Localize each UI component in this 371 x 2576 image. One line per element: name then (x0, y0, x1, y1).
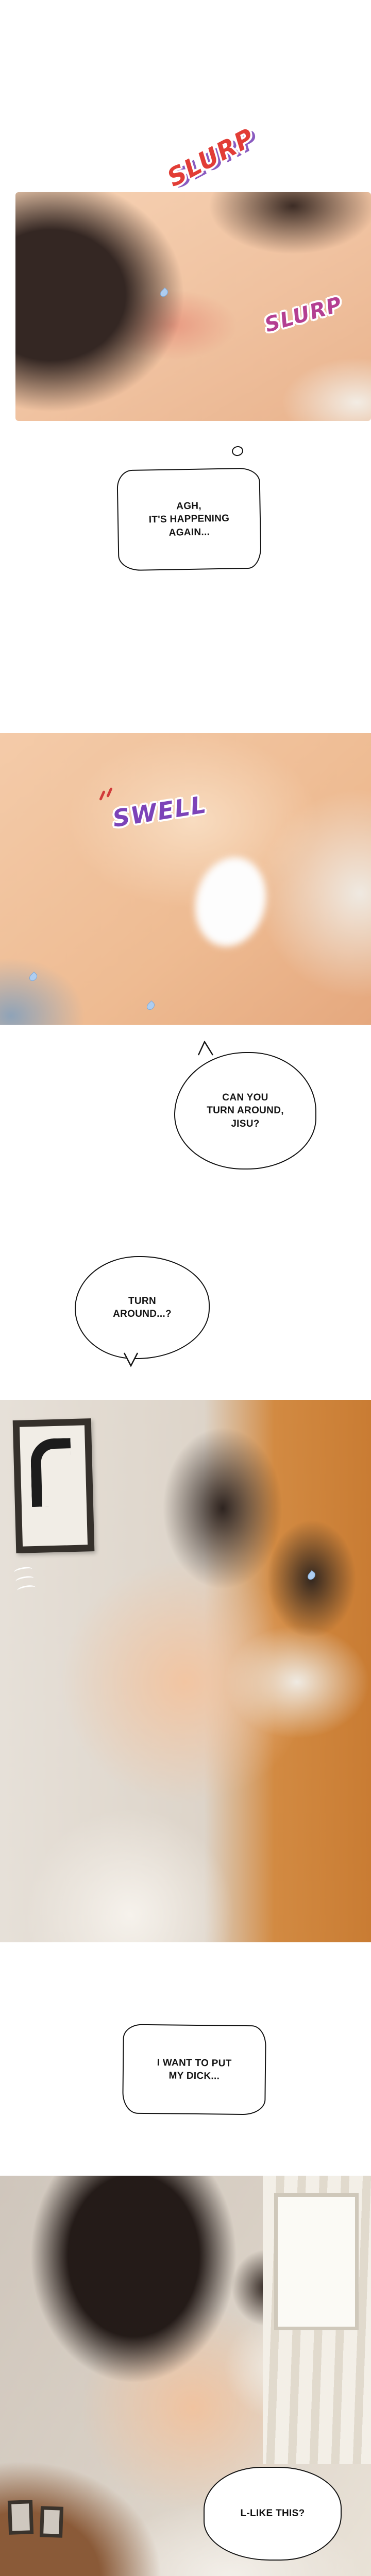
thought-bubble-dot (231, 445, 244, 457)
picture-frame-artwork (30, 1438, 73, 1507)
speech-bubble-3: TURN AROUND...? (75, 1256, 210, 1359)
floor-picture-frame (39, 2506, 64, 2538)
comic-panel-2 (0, 733, 371, 1025)
speech-bubble-4: I WANT TO PUT MY DICK... (122, 2024, 266, 2115)
comic-panel-1 (15, 192, 371, 421)
speech-bubble-1: AGH, IT'S HAPPENING AGAIN... (116, 467, 262, 571)
speech-bubble-5: L-LIKE THIS? (204, 2467, 342, 2561)
censor-blur (185, 850, 276, 954)
sfx-slurp-1: SLURP (162, 123, 260, 193)
speech-bubble-3-text: TURN AROUND...? (113, 1295, 172, 1319)
comic-panel-3 (0, 1400, 371, 1942)
speech-bubble-2: CAN YOU TURN AROUND, JISU? (174, 1052, 316, 1170)
floor-picture-frame (7, 2500, 34, 2535)
picture-frame-mat (19, 1425, 88, 1547)
wall-picture-frame (12, 1418, 95, 1553)
speech-bubble-1-text: AGH, IT'S HAPPENING AGAIN... (148, 500, 230, 538)
comic-panel-4 (0, 2176, 371, 2576)
speech-bubble-4-text: I WANT TO PUT MY DICK... (157, 2057, 232, 2082)
speech-bubble-3-tail (123, 1352, 139, 1367)
speech-bubble-5-text: L-LIKE THIS? (240, 2508, 305, 2519)
motion-lines (13, 1563, 37, 1596)
speech-bubble-2-tail (197, 1041, 214, 1056)
speech-bubble-2-text: CAN YOU TURN AROUND, JISU? (207, 1092, 284, 1129)
window (274, 2193, 359, 2330)
